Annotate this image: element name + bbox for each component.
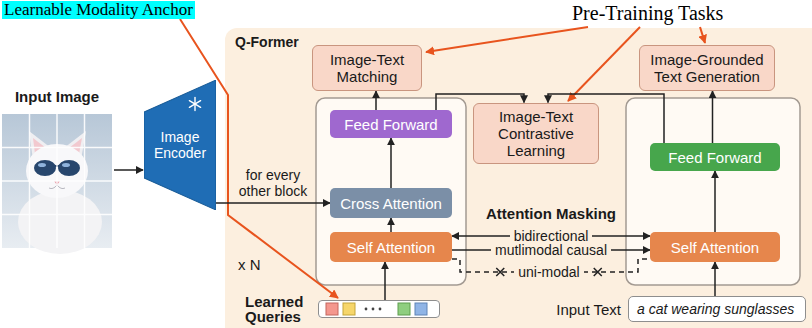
- lens-glint: [62, 163, 70, 167]
- self-attention-block: Self Attention: [330, 232, 452, 262]
- input-caption: Input Image: [2, 88, 112, 105]
- connector-arrow: [375, 91, 377, 110]
- callout-arrow: [426, 27, 588, 52]
- repeat-count: x N: [238, 256, 261, 273]
- cat-body: [18, 190, 102, 254]
- label-holder: Learnable Modality Anchor: [2, 1, 195, 19]
- lens-glint: [38, 163, 46, 167]
- query-token: [415, 303, 427, 315]
- input-text-box: Input Texta cat wearing sunglasses: [628, 296, 806, 322]
- callout-label: Learnable Modality Anchor: [2, 1, 195, 19]
- section-heading: Attention Masking: [486, 205, 616, 222]
- box-heading: Input Text: [556, 302, 621, 317]
- panel-title: Q-Former: [235, 34, 299, 50]
- query-token: [398, 303, 410, 315]
- encoder-trapezoid: Image Encoder: [144, 80, 216, 210]
- edge-label-holder: bidirectional: [510, 229, 593, 243]
- connector-arrow: [390, 218, 392, 232]
- connector-arrow: [714, 171, 716, 232]
- query-tokens-box: Learned Queries: [318, 300, 440, 318]
- callout-arrow: [700, 27, 705, 43]
- transformer-stack: [316, 98, 466, 285]
- feed-forward-block: Feed Forward: [330, 110, 452, 138]
- patch-grid: [2, 114, 112, 248]
- callout-label: Pre-Training Tasks: [572, 2, 723, 24]
- callout-arrow: [568, 27, 640, 101]
- cat-photo: [2, 114, 112, 254]
- block-label: Self Attention: [671, 239, 759, 256]
- encoder-label: Image Encoder: [150, 129, 210, 161]
- connector-arrow: [714, 262, 716, 296]
- task-box: Image-Text Contrastive Learning: [473, 103, 599, 164]
- task-box: Image-Grounded Text Generation: [639, 45, 775, 91]
- task-box: Image-Text Matching: [312, 45, 422, 91]
- block-label: Feed Forward: [344, 116, 437, 133]
- edge-label: mutlimodal causal: [491, 243, 611, 257]
- connector-arrow: [216, 202, 330, 204]
- block-cross: [496, 268, 504, 276]
- task-label: Image-Text Matching: [319, 51, 415, 85]
- edge-label: uni-modal: [514, 265, 583, 279]
- task-label: Image-Grounded Text Generation: [646, 51, 768, 85]
- label-holder: Input Image: [2, 88, 112, 105]
- connector-arrow: [384, 262, 386, 300]
- encoder-trapezoid-fill: [144, 80, 216, 210]
- sunglasses-lens: [34, 160, 56, 176]
- sunglasses-lens: [58, 160, 80, 176]
- ellipsis-dot: [372, 308, 375, 311]
- query-ground: [318, 300, 440, 318]
- connector-arrow: [712, 91, 714, 143]
- edge-label-holder: mutlimodal causal: [491, 243, 611, 257]
- edge-label-holder: for every other block: [231, 167, 315, 199]
- query-token: [343, 303, 355, 315]
- block-label: Self Attention: [347, 239, 435, 256]
- box-heading: Learned Queries: [245, 294, 311, 324]
- feed-forward-block: Feed Forward: [650, 143, 780, 171]
- cross-attention-block: Cross Attention: [330, 188, 452, 218]
- input-sentence: a cat wearing sunglasses: [629, 301, 802, 317]
- edge-label: bidirectional: [510, 229, 593, 243]
- query-token: [326, 303, 338, 315]
- label-holder: Attention Masking: [486, 205, 616, 222]
- frozen-icon: [187, 96, 203, 112]
- connector-arrow: [390, 138, 392, 188]
- self-attention-block: Self Attention: [650, 232, 780, 262]
- edge-label: for every other block: [231, 167, 315, 199]
- ellipsis-dot: [365, 308, 368, 311]
- label-holder: Pre-Training Tasks: [572, 2, 723, 24]
- block-label: Cross Attention: [340, 195, 442, 212]
- edge-label-holder: uni-modal: [514, 265, 583, 279]
- task-label: Image-Text Contrastive Learning: [480, 108, 592, 159]
- ellipsis-dot: [379, 308, 382, 311]
- block-cross: [594, 268, 602, 276]
- block-label: Feed Forward: [668, 149, 761, 166]
- image-arrow: [114, 169, 143, 171]
- label-holder: x N: [238, 256, 261, 273]
